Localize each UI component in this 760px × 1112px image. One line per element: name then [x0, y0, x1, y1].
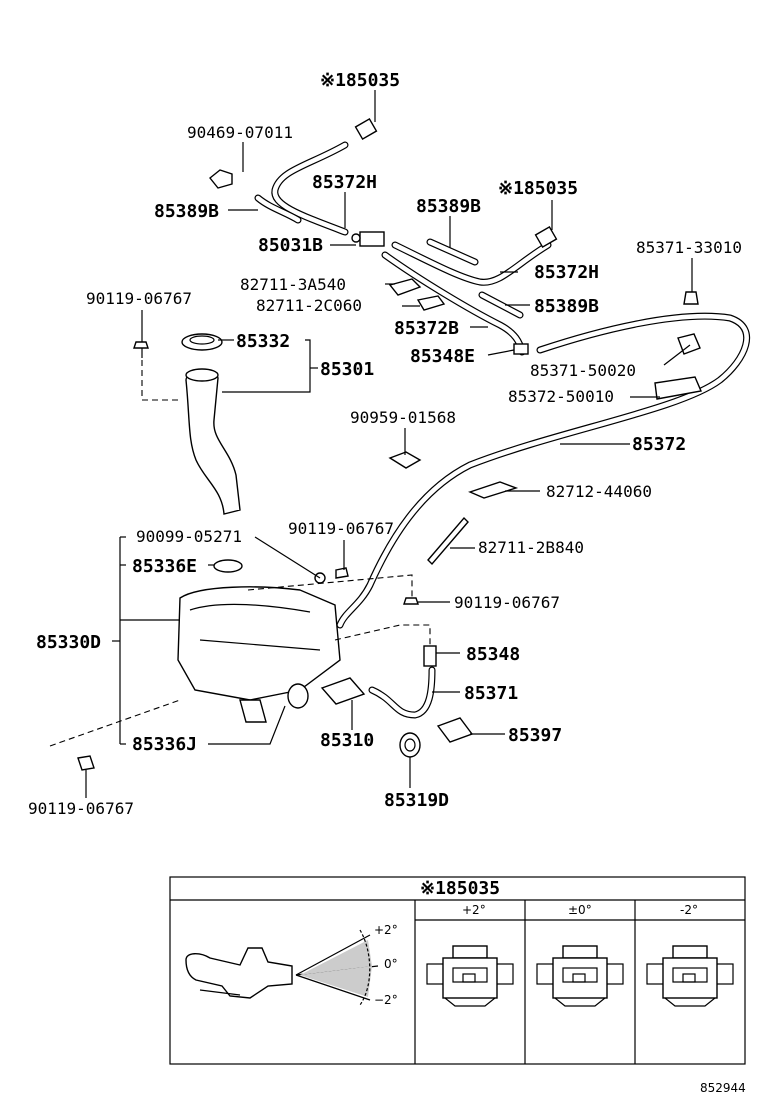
label-85371: 85371	[464, 683, 518, 704]
dashed-reference-lines	[49, 360, 431, 747]
label-82711-2B840: 82711-2B840	[478, 538, 584, 557]
hose-lines	[254, 141, 751, 719]
drawing-number: 852944	[700, 1081, 746, 1095]
label-85372H-upper: 85372H	[312, 172, 377, 193]
label-85389B-mid: 85389B	[416, 196, 481, 217]
label-85310: 85310	[320, 730, 374, 751]
inset-title: ※185035	[420, 878, 500, 899]
label-85389B-left: 85389B	[154, 201, 219, 222]
angle-minus-2: −2°	[374, 993, 398, 1007]
label-82711-2C060: 82711-2C060	[256, 296, 362, 315]
label-85035-mid: ※185035	[498, 178, 578, 199]
label-85371-50020: 85371-50020	[530, 361, 636, 380]
nozzle-front-minus-2	[646, 945, 734, 1007]
label-82712-44060: 82712-44060	[546, 482, 652, 501]
label-85397: 85397	[508, 725, 562, 746]
label-85389B-right: 85389B	[534, 296, 599, 317]
label-85371-33010: 85371-33010	[636, 238, 742, 257]
label-85372: 85372	[632, 434, 686, 455]
part-shapes	[77, 117, 702, 771]
column-zero: ±0°	[568, 903, 592, 917]
label-82711-3A540: 82711-3A540	[240, 275, 346, 294]
label-85336J: 85336J	[132, 734, 197, 755]
label-85035-top: ※185035	[320, 70, 400, 91]
part-labels: ※185035 90469-07011 85372H 85389B 85389B…	[28, 70, 742, 818]
nozzle-front-zero	[536, 945, 624, 1007]
label-90119-06767-bottom: 90119-06767	[28, 799, 134, 818]
label-90119-06767-right: 90119-06767	[454, 593, 560, 612]
label-85332: 85332	[236, 331, 290, 352]
leader-lines	[85, 90, 693, 798]
label-85348E: 85348E	[410, 346, 475, 367]
label-90959-01568: 90959-01568	[350, 408, 456, 427]
label-90119-06767-mid: 90119-06767	[288, 519, 394, 538]
label-85031B: 85031B	[258, 235, 323, 256]
nozzle-front-plus-2	[426, 945, 514, 1007]
label-85319D: 85319D	[384, 790, 449, 811]
label-85301: 85301	[320, 359, 374, 380]
column-minus-2: -2°	[680, 903, 698, 917]
label-85372H-right: 85372H	[534, 262, 599, 283]
label-85336E: 85336E	[132, 556, 197, 577]
nozzle-side-view: +2° 0° −2°	[185, 923, 398, 1007]
angle-plus-2: +2°	[374, 923, 398, 937]
angle-zero: 0°	[384, 957, 398, 971]
label-85330D: 85330D	[36, 632, 101, 653]
label-85348: 85348	[466, 644, 520, 665]
nozzle-angle-inset: ※185035 +2° 0° −2° +2° ±0° -2°	[169, 876, 746, 1065]
column-plus-2: +2°	[462, 903, 486, 917]
label-90119-06767-top: 90119-06767	[86, 289, 192, 308]
label-85372-50010: 85372-50010	[508, 387, 614, 406]
label-85372B: 85372B	[394, 318, 459, 339]
label-90099-05271: 90099-05271	[136, 527, 242, 546]
label-90469-07011: 90469-07011	[187, 123, 293, 142]
